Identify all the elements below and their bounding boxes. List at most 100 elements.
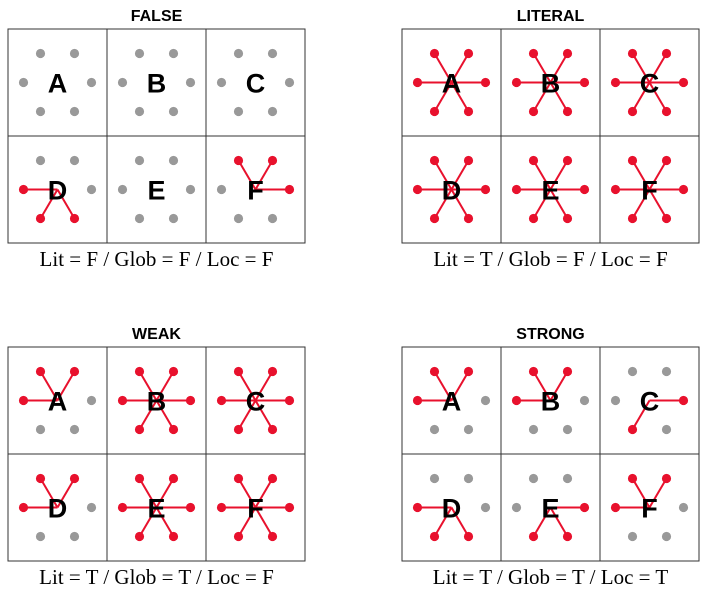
inactive-dot-br xyxy=(69,106,80,117)
connector-tl xyxy=(39,370,59,402)
active-dot-l xyxy=(610,184,621,195)
active-dot-br xyxy=(463,213,474,224)
cell-letter: F xyxy=(641,494,658,524)
active-dot-l xyxy=(412,184,423,195)
connector-br xyxy=(549,81,569,113)
cell-b: B xyxy=(500,28,601,137)
connector-tr xyxy=(549,159,569,191)
inactive-dot-l xyxy=(610,395,621,406)
active-dot-tr xyxy=(562,48,573,59)
connector-tl xyxy=(532,159,552,191)
connector-bl xyxy=(532,506,552,538)
active-dot-bl xyxy=(528,106,539,117)
active-dot-tr xyxy=(69,366,80,377)
cell-letter: A xyxy=(48,387,68,417)
inactive-dot-br xyxy=(69,424,80,435)
inactive-dot-l xyxy=(18,77,29,88)
active-dot-bl xyxy=(429,531,440,542)
connector-tr xyxy=(56,370,76,402)
cell-b: B xyxy=(500,346,601,455)
inactive-dot-br xyxy=(267,213,278,224)
active-dot-bl xyxy=(35,213,46,224)
connector-br xyxy=(254,506,274,538)
active-dot-tl xyxy=(528,155,539,166)
cell-c: C xyxy=(599,28,700,137)
active-dot-r xyxy=(185,395,196,406)
active-dot-br xyxy=(69,213,80,224)
connector-tr xyxy=(450,52,470,84)
cell-letter: B xyxy=(541,69,561,99)
active-dot-tr xyxy=(661,48,672,59)
inactive-dot-tl xyxy=(35,48,46,59)
cell-a: A xyxy=(401,346,502,455)
inactive-dot-tl xyxy=(134,48,145,59)
active-dot-l xyxy=(216,395,227,406)
active-dot-l xyxy=(412,395,423,406)
cell-f: F xyxy=(599,453,700,562)
inactive-dot-tr xyxy=(562,473,573,484)
cell-letter: F xyxy=(641,176,658,206)
inactive-dot-r xyxy=(185,77,196,88)
connector-bl xyxy=(39,188,59,220)
active-dot-br xyxy=(562,106,573,117)
active-dot-br xyxy=(463,531,474,542)
connector-tr xyxy=(648,477,668,509)
inactive-dot-tr xyxy=(69,155,80,166)
panel-caption: Lit = T / Glob = F / Loc = F xyxy=(433,247,667,271)
connector-tl xyxy=(39,477,59,509)
active-dot-br xyxy=(562,531,573,542)
active-dot-tr xyxy=(168,473,179,484)
cell-d: D xyxy=(401,135,502,244)
inactive-dot-bl xyxy=(134,106,145,117)
inactive-dot-bl xyxy=(233,213,244,224)
active-dot-l xyxy=(117,502,128,513)
cell-a: A xyxy=(401,28,502,137)
inactive-dot-tr xyxy=(168,155,179,166)
active-dot-tl xyxy=(233,473,244,484)
connector-tr xyxy=(254,159,274,191)
active-dot-bl xyxy=(627,213,638,224)
connector-br xyxy=(155,506,175,538)
active-dot-r xyxy=(185,502,196,513)
connector-tl xyxy=(433,52,453,84)
connector-tr xyxy=(155,477,175,509)
inactive-dot-br xyxy=(463,424,474,435)
active-dot-tl xyxy=(429,48,440,59)
active-dot-tl xyxy=(35,366,46,377)
connector-bl xyxy=(433,506,453,538)
active-dot-r xyxy=(579,502,590,513)
connector-tr xyxy=(549,52,569,84)
cell-c: C xyxy=(599,346,700,455)
active-dot-bl xyxy=(233,424,244,435)
active-dot-bl xyxy=(528,213,539,224)
connector-tr xyxy=(549,370,569,402)
active-dot-tl xyxy=(233,366,244,377)
cell-d: D xyxy=(401,453,502,562)
inactive-dot-tr xyxy=(168,48,179,59)
active-dot-tr xyxy=(463,155,474,166)
inactive-dot-bl xyxy=(233,106,244,117)
inactive-dot-tl xyxy=(233,48,244,59)
cell-c: C xyxy=(205,28,306,137)
cell-letter: B xyxy=(147,387,167,417)
connector-bl xyxy=(237,506,257,538)
cell-c: C xyxy=(205,346,306,455)
cell-letter: F xyxy=(247,494,264,524)
connector-br xyxy=(56,188,76,220)
inactive-dot-bl xyxy=(528,424,539,435)
cell-e: E xyxy=(106,135,207,244)
inactive-dot-r xyxy=(284,77,295,88)
inactive-dot-br xyxy=(661,424,672,435)
active-dot-tr xyxy=(267,473,278,484)
active-dot-l xyxy=(18,184,29,195)
inactive-dot-r xyxy=(480,502,491,513)
active-dot-tl xyxy=(233,155,244,166)
inactive-dot-br xyxy=(69,531,80,542)
connector-tr xyxy=(450,159,470,191)
inactive-dot-bl xyxy=(35,106,46,117)
connector-br xyxy=(450,188,470,220)
